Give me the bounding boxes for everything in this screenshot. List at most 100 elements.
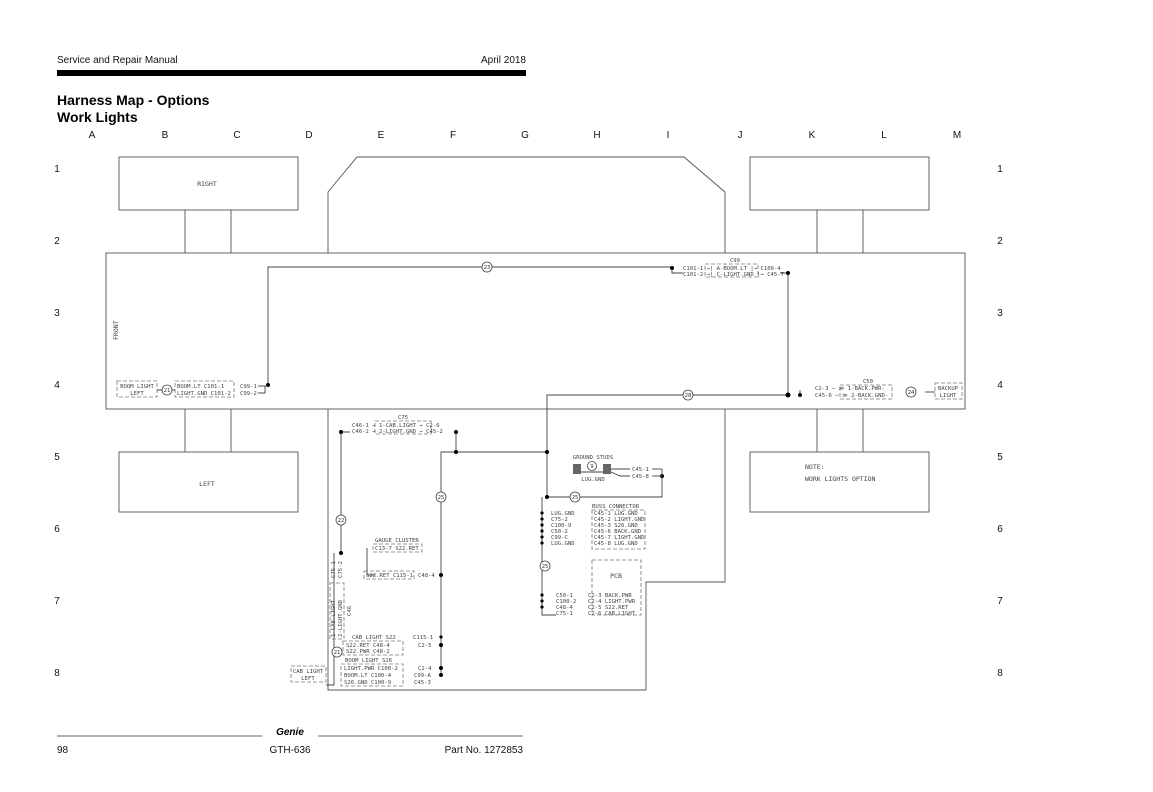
row-label: 2 (54, 236, 60, 247)
pcb-connector: C50-1 C100-2 C48-4 C75-1 C2-3 BACK.PWR C… (540, 593, 636, 617)
page-number: 98 (57, 745, 69, 756)
svg-text:LIGHT.PWR C100-2: LIGHT.PWR C100-2 (344, 666, 398, 672)
genie-logo: Genie (276, 727, 304, 738)
svg-text:C50-1: C50-1 (556, 593, 573, 599)
connector-row: C46-1 → 1-CAB.LIGHT → C2-6 (352, 423, 440, 429)
column-labels: A B C D E F G H I J K L M (89, 130, 962, 141)
column-label: I (667, 130, 670, 141)
svg-text:C99-C: C99-C (551, 535, 568, 541)
connector-row: C2-3 ─ ≫ 1-BACK.PWR- (815, 386, 885, 392)
ground-studs: GROUND STUDS 9 LUG.GND C45-1 C45-8 (573, 455, 663, 483)
row-label: 2 (997, 236, 1003, 247)
buss-connector: BUSS CONNECTOR LUG.GND C75-2 C100-9 C50-… (540, 504, 646, 550)
connector-title: C50 (863, 379, 873, 385)
note-text: WORK LIGHTS OPTION (805, 475, 876, 483)
wire-label-23: 23 (481, 261, 493, 273)
svg-text:C100-9: C100-9 (551, 523, 571, 529)
right-label: RIGHT (197, 180, 217, 188)
row-label: 8 (997, 668, 1003, 679)
column-label: A (89, 130, 96, 141)
row-labels-left: 1 2 3 4 5 6 7 8 (54, 164, 60, 679)
connector-title: C75 (398, 415, 408, 421)
svg-text:C2-3 BACK.PWR: C2-3 BACK.PWR (588, 593, 632, 599)
connector-out: C99-1 (240, 384, 257, 390)
connector-title: BOOM LIGHT S26 (345, 658, 392, 664)
backup-light-label: LIGHT (940, 393, 957, 399)
cab-light-left: CAB LIGHT LEFT (290, 665, 327, 683)
pcb-box (591, 559, 642, 616)
boom-light-left: BOOM LIGHT LEFT BOOM.LT C101-1 LIGHT.GND… (116, 380, 268, 398)
row-label: 7 (54, 596, 60, 607)
wire-label-25: 25 (435, 491, 447, 503)
svg-text:C45-7 LIGHT.GND: C45-7 LIGHT.GND (594, 535, 645, 541)
wire-label-24: 24 (905, 386, 917, 398)
svg-text:24: 24 (908, 390, 915, 396)
svg-text:C46: C46 (347, 606, 353, 616)
svg-text:25: 25 (572, 495, 579, 501)
note-box (749, 451, 930, 513)
part-number: Part No. 1272853 (445, 745, 524, 756)
svg-text:C48-4: C48-4 (556, 605, 573, 611)
column-label: C (233, 130, 240, 141)
svg-text:C2-5 S22.RET: C2-5 S22.RET (588, 605, 629, 611)
svg-text:C115-1: C115-1 (413, 635, 433, 641)
column-label: M (953, 130, 961, 141)
svg-text:C45-3 S26.GND: C45-3 S26.GND (594, 523, 638, 529)
svg-text:C75-1: C75-1 (556, 611, 573, 617)
connector-row: BOOM.LT C101-1 (177, 384, 224, 390)
svg-text:LUG.GND: LUG.GND (551, 511, 575, 517)
row-label: 6 (997, 524, 1003, 535)
svg-text:C2-6 CAB.LIGHT: C2-6 CAB.LIGHT (588, 611, 636, 617)
left-box (118, 451, 299, 513)
wire-label-25: 25 (569, 491, 581, 503)
svg-text:25: 25 (438, 495, 445, 501)
svg-text:C50-2: C50-2 (551, 529, 568, 535)
row-label: 6 (54, 524, 60, 535)
row-label: 3 (54, 308, 60, 319)
column-label: J (738, 130, 743, 141)
wire-label-21: 21 (161, 384, 173, 396)
lower-outline (327, 409, 726, 691)
row-label: 7 (997, 596, 1003, 607)
svg-text:CAB LIGHT: CAB LIGHT (293, 669, 324, 675)
wire-label-21: 21 (331, 646, 343, 658)
svg-text:25: 25 (542, 564, 549, 570)
svg-text:C45-1: C45-1 (632, 467, 649, 473)
machine-outline (105, 156, 966, 691)
right-box (118, 156, 299, 211)
model-number: GTH-636 (269, 745, 311, 756)
connector-row: C45-6 ─ ≫ 2-BACK.GND- (815, 393, 888, 399)
connector-title: GAUGE CLUSTER (375, 538, 419, 544)
column-label: G (521, 130, 529, 141)
svg-text:21: 21 (164, 388, 171, 394)
svg-text:C2-4: C2-4 (418, 666, 432, 672)
connector-c99: C99 C101-1 →| A-BOOM.LT |→ C100-4 C101-2… (683, 258, 784, 278)
row-label: 1 (997, 164, 1003, 175)
boom-light-s26: BOOM LIGHT S26 LIGHT.PWR C100-2 BOOM.LT … (340, 658, 432, 687)
backup-light-label: BACKUP (938, 386, 959, 392)
connector-title: BUSS CONNECTOR (592, 504, 640, 510)
wire-label-28: 28 (682, 389, 694, 401)
ground-stud-icon (603, 464, 611, 474)
column-label: E (378, 130, 385, 141)
page-subtitle: Work Lights (57, 109, 138, 125)
svg-text:S26.GND C100-9: S26.GND C100-9 (344, 680, 391, 686)
connector-row: C101-1 →| A-BOOM.LT |→ C100-4 (683, 266, 781, 272)
connector-c50: C50 C2-3 ─ ≫ 1-BACK.PWR- C45-6 ─ ≫ 2-BAC… (815, 379, 963, 400)
svg-text:23: 23 (484, 265, 491, 271)
svg-text:1-CAB.LIGHT: 1-CAB.LIGHT (331, 599, 337, 637)
svg-text:C13-7 S22.RET: C13-7 S22.RET (375, 546, 419, 552)
ground-stud-icon (573, 464, 581, 474)
svg-text:C2-4 LIGHT.PWR: C2-4 LIGHT.PWR (588, 599, 636, 605)
chassis-box (105, 252, 966, 410)
row-label: 8 (54, 668, 60, 679)
connector-c46: 1-CAB.LIGHT 2-LIGHT.GND C46 C75-1 C75-2 (329, 561, 353, 640)
cab-outline (327, 156, 726, 253)
wires (157, 266, 935, 686)
svg-text:LEFT: LEFT (301, 676, 315, 682)
front-label: FRONT (112, 320, 120, 340)
svg-text:22: 22 (338, 518, 345, 524)
connector-row: LIGHT.GND C101-2 (177, 391, 231, 397)
left-label: LEFT (199, 480, 215, 488)
